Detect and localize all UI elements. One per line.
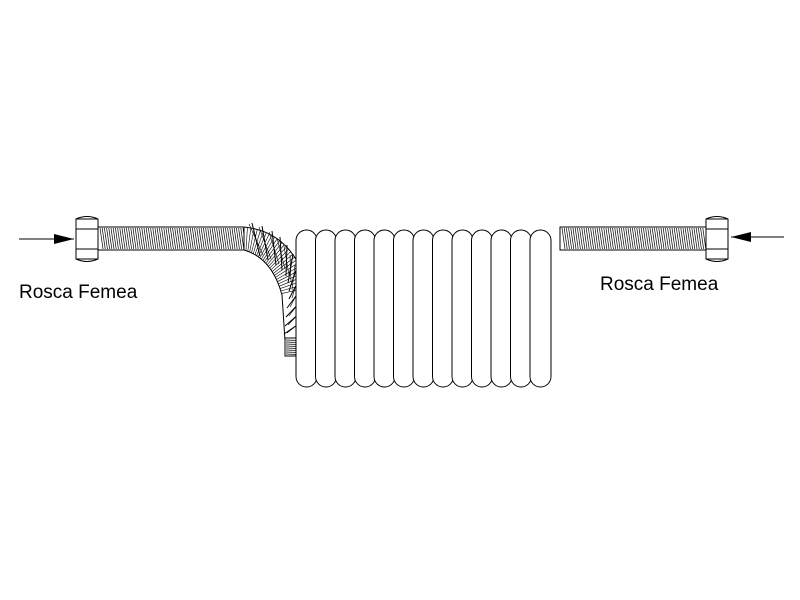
left-fitting-label: Rosca Femea	[19, 282, 138, 303]
right-hose-threads	[561, 227, 707, 250]
right-threaded-hose	[559, 226, 707, 251]
coil-turn	[412, 229, 435, 388]
coil-turn	[373, 229, 396, 388]
coiled-hose	[295, 229, 552, 388]
right-fitting-label: Rosca Femea	[600, 274, 719, 295]
coil-turn	[393, 229, 415, 388]
left-hex-nut-fitting	[75, 216, 99, 262]
coil-turn	[490, 229, 513, 388]
left-threaded-hose	[97, 226, 247, 251]
right-hex-nut-fitting	[705, 216, 729, 262]
coil-turn	[354, 229, 376, 388]
coil-turn	[471, 229, 493, 388]
coil-turn	[432, 229, 454, 388]
coil-turn	[510, 229, 532, 388]
coil-turn	[334, 229, 357, 388]
coil-turn	[295, 229, 318, 388]
coil-turn	[529, 229, 552, 388]
coil-turn	[315, 229, 337, 388]
left-inlet-arrow	[19, 234, 74, 244]
right-inlet-arrow	[731, 232, 784, 242]
coil-turn	[451, 229, 474, 388]
left-hose-threads	[99, 227, 247, 250]
